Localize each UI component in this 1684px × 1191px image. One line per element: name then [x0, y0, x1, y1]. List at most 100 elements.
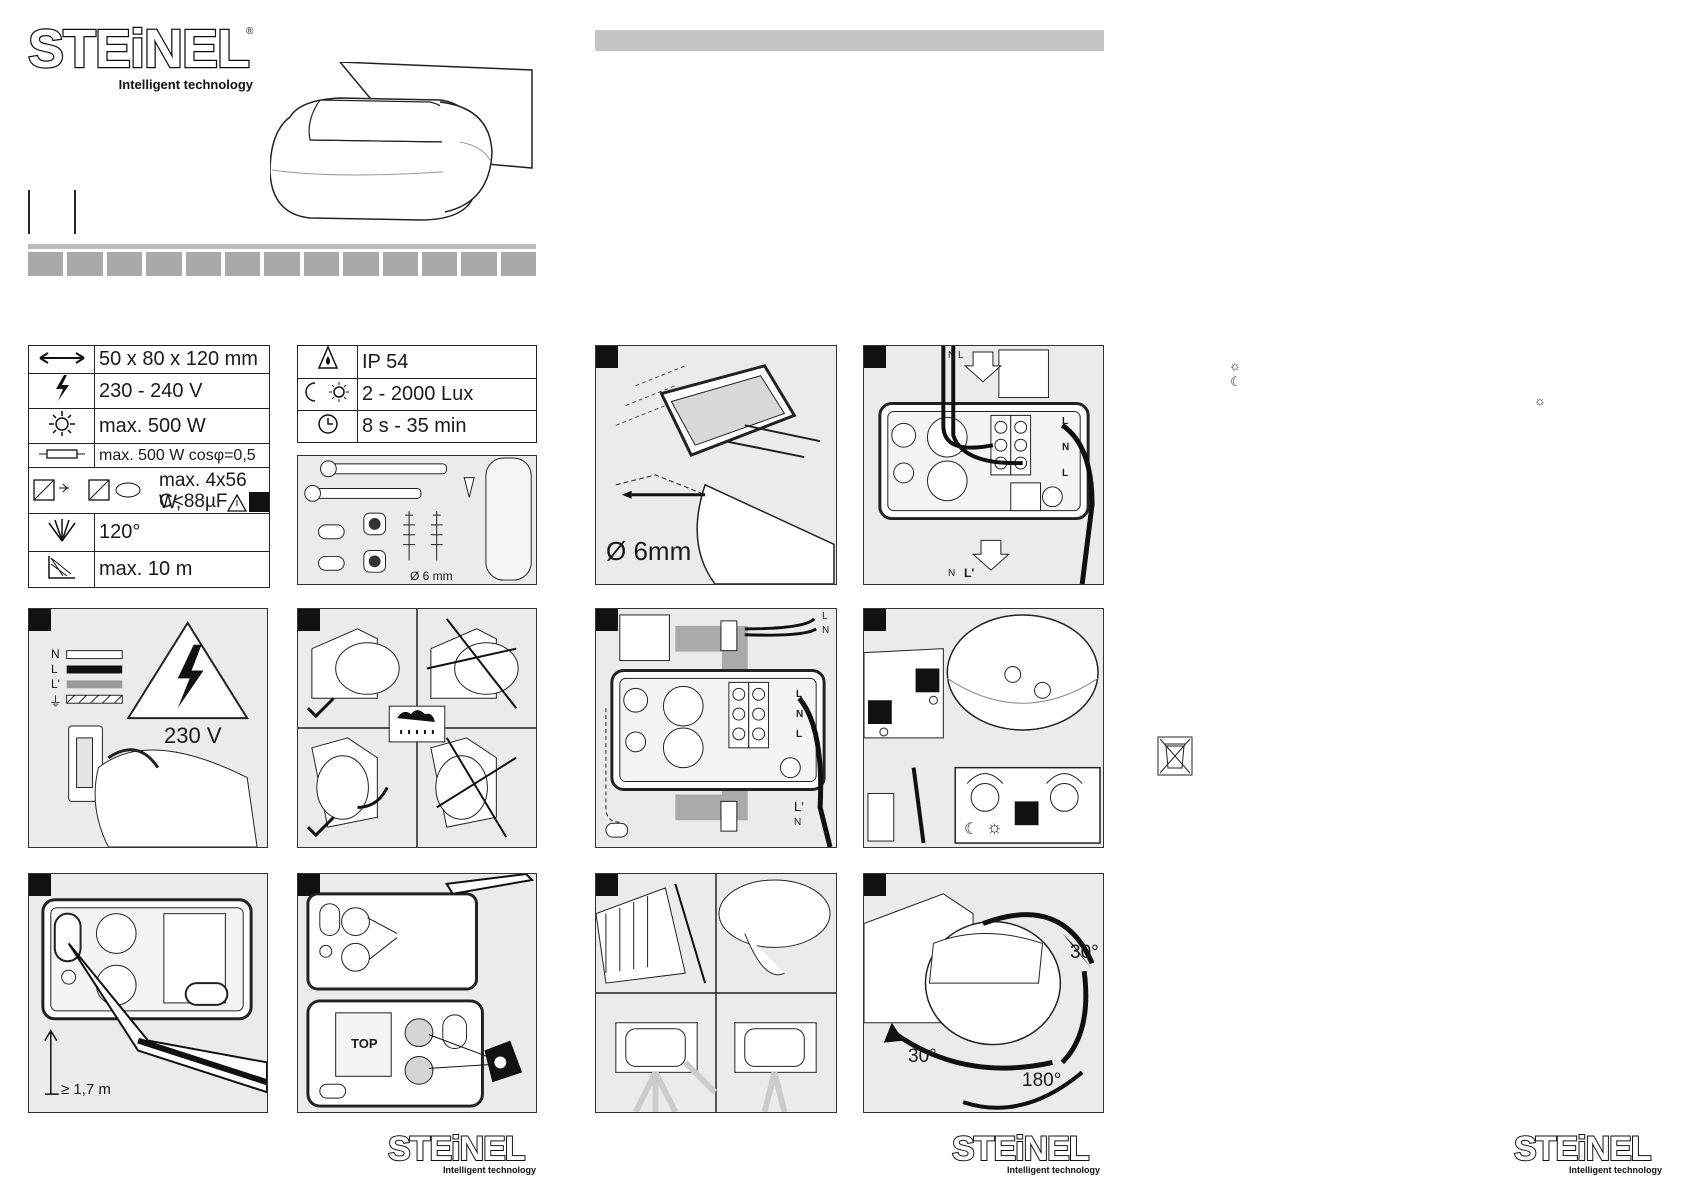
spec-row: max. 500 W [28, 408, 270, 444]
lamp-icon [48, 411, 75, 436]
terminal-label-n: N [948, 568, 956, 579]
terminal-label-lout: L' [964, 566, 975, 580]
language-tabs [28, 252, 537, 276]
spec-row: 50 x 80 x 120 mm [28, 345, 270, 374]
warning-triangle-icon [227, 494, 247, 512]
tab [185, 252, 221, 276]
spec-row: 120° [28, 513, 270, 552]
drilling-illustration [615, 364, 835, 584]
divider-line [74, 190, 76, 234]
tab [224, 252, 261, 276]
lens-cover-illustration [596, 874, 836, 1112]
spec-time: 8 s - 35 min [357, 410, 537, 443]
spec-dimensions: 50 x 80 x 120 mm [94, 345, 270, 374]
tab [500, 252, 537, 276]
drill-size-label: Ø 6mm [606, 536, 692, 566]
power-off-illustration [66, 621, 258, 847]
spec-fluorescent: max. 500 W cosφ=0,5 [94, 443, 270, 468]
spec-reach: max. 10 m [94, 551, 270, 588]
plug-size-label: Ø 6 mm [410, 569, 453, 583]
sun-symbol: ☼ [1534, 393, 1546, 408]
spec-led-capacitance: C<88µF [159, 491, 228, 512]
wire-label-lout: L' [51, 677, 60, 691]
black-marker [249, 492, 269, 512]
detection-angle-icon [47, 518, 76, 541]
step-base-plate-panel: TOP [297, 873, 537, 1113]
brand-logo-footer: STEiNEL Intelligent technology [387, 1131, 540, 1175]
brand-tagline: Intelligent technology [1006, 1165, 1100, 1175]
tab [461, 252, 497, 276]
terminal-label-n: N [948, 350, 956, 361]
spec-row: 8 s - 35 min [297, 410, 537, 443]
tab [343, 252, 379, 276]
reach-icon [47, 555, 75, 579]
step-wiring-side-panel: L N L N L L' N [595, 608, 837, 848]
terminal-label-l: L [796, 729, 803, 740]
tab [382, 252, 418, 276]
tab [264, 252, 300, 276]
spec-table-left: 50 x 80 x 120 mm 230 - 240 V max. 500 W … [28, 345, 270, 588]
terminal-label-l: L [958, 350, 964, 361]
terminal-label-l: L [796, 689, 803, 700]
spec-voltage: 230 - 240 V [94, 373, 270, 409]
step-settings-panel: ☾ ☼ [863, 608, 1104, 848]
step-number-badge [596, 609, 618, 631]
tab [303, 252, 340, 276]
terminal-label-n: N [796, 709, 804, 720]
spec-row: IP 54 [297, 345, 537, 379]
tab [28, 252, 64, 276]
brand-logo-footer: STEiNEL Intelligent technology [1513, 1131, 1666, 1175]
terminal-label-l: L [822, 611, 828, 622]
top-label: TOP [351, 1036, 378, 1051]
tab [106, 252, 143, 276]
brand-logo-top: STEiNEL Intelligent technology ® [27, 21, 258, 92]
terminal-label-l: L [1062, 468, 1069, 479]
brand-tagline: Intelligent technology [118, 77, 253, 92]
wiring-side-entry-illustration [605, 614, 833, 847]
registered-mark: ® [246, 26, 254, 37]
base-plate-marking-illustration [41, 898, 267, 1095]
step-number-badge [864, 874, 886, 896]
spec-lux: 2 - 2000 Lux [357, 378, 537, 411]
tab [146, 252, 182, 276]
terminal-label-lout: L' [794, 799, 804, 814]
step-mounting-position-panel [297, 608, 537, 848]
tab [421, 252, 458, 276]
wire-label-n: N [51, 647, 60, 661]
rotation-angle-label: 30° [1070, 942, 1099, 963]
terminal-label-l: L [1062, 416, 1069, 427]
spec-angle: 120° [94, 513, 270, 552]
led-driver-icon [33, 479, 141, 501]
header-bar-middle [595, 30, 1104, 51]
brand-name: STEiNEL [951, 1130, 1091, 1168]
rotation-angle-label: 180° [1022, 1070, 1062, 1091]
sun-symbol: ☼ [986, 817, 1003, 837]
step-number-badge [596, 346, 618, 368]
height-label: ≥ 1,7 m [61, 1081, 111, 1098]
spec-row: max. 500 W cosφ=0,5 [28, 443, 270, 468]
voltage-bolt-icon [55, 375, 69, 401]
step-wiring-panel: N L L N L N L' [863, 345, 1104, 585]
spec-row: 2 - 2000 Lux [297, 378, 537, 411]
moon-symbol: ☾ [964, 821, 979, 838]
step-number-badge [596, 874, 618, 896]
step-height-panel: ≥ 1,7 m [28, 873, 268, 1113]
spec-ip-rating: IP 54 [357, 345, 537, 379]
step-number-badge [29, 609, 51, 631]
brand-tagline: Intelligent technology [1568, 1165, 1662, 1175]
brand-logo-footer: STEiNEL Intelligent technology [951, 1130, 1104, 1175]
accessories-panel: Ø 6 mm [297, 455, 537, 585]
dimensions-arrow-icon [38, 352, 85, 364]
step-number-badge [298, 609, 320, 631]
step-power-off-panel: N L L' ⏚ 230 V [28, 608, 268, 848]
step-number-badge [298, 874, 320, 896]
step-number-badge [864, 346, 886, 368]
header-bar-left [28, 244, 536, 249]
divider-line [28, 190, 30, 234]
fluorescent-tube-icon [38, 449, 85, 459]
wiring-top-entry-illustration [878, 346, 1095, 584]
rotation-illustration [864, 893, 1095, 1110]
clock-icon [317, 413, 338, 434]
step-rotation-panel: 30° 30° 180° [863, 873, 1104, 1113]
step-drilling-panel: Ø 6mm [595, 345, 837, 585]
